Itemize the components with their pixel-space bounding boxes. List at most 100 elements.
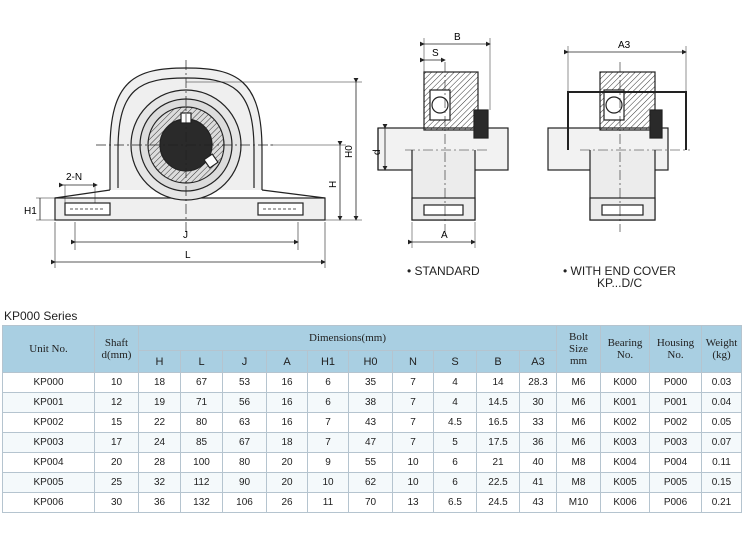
table-cell: 14.5: [476, 392, 520, 413]
table-cell: 10: [307, 472, 349, 493]
label-j: J: [183, 230, 188, 241]
header-dim-s: S: [433, 350, 477, 373]
table-cell: 10: [94, 372, 139, 393]
table-cell: 85: [180, 432, 223, 453]
table-cell: 67: [180, 372, 223, 393]
caption-with-end-cover: • WITH END COVER: [563, 264, 676, 278]
table-cell: 11: [307, 492, 349, 513]
label-s: S: [432, 48, 439, 59]
header-dimensions: Dimensions(mm): [138, 325, 557, 351]
table-cell: 26: [266, 492, 308, 513]
table-cell: 0.07: [701, 432, 742, 453]
table-cell: 18: [266, 432, 308, 453]
table-cell: 106: [222, 492, 267, 513]
table-cell: 100: [180, 452, 223, 473]
table-cell: 21: [476, 452, 520, 473]
table-cell: M6: [556, 392, 601, 413]
table-cell: K006: [600, 492, 650, 513]
label-d: d: [372, 149, 383, 155]
table-cell: 17: [94, 432, 139, 453]
table-cell: 7: [392, 372, 434, 393]
header-dim-h1: H1: [307, 350, 349, 373]
table-cell: K000: [600, 372, 650, 393]
table-cell: 70: [348, 492, 393, 513]
table-cell: KP000: [2, 372, 95, 393]
table-cell: 6: [433, 472, 477, 493]
table-cell: 6: [307, 372, 349, 393]
table-cell: 4: [433, 372, 477, 393]
table-cell: 19: [138, 392, 181, 413]
header-dim-a: A: [266, 350, 308, 373]
table-cell: 17.5: [476, 432, 520, 453]
table-cell: KP002: [2, 412, 95, 433]
header-shaft: Shaft d(mm): [94, 325, 139, 373]
table-cell: 25: [94, 472, 139, 493]
table-cell: 56: [222, 392, 267, 413]
table-cell: 28: [138, 452, 181, 473]
table-cell: 22.5: [476, 472, 520, 493]
table-cell: 38: [348, 392, 393, 413]
table-cell: 7: [392, 412, 434, 433]
table-cell: 0.03: [701, 372, 742, 393]
table-cell: 43: [519, 492, 557, 513]
table-cell: 18: [138, 372, 181, 393]
label-2n: 2-N: [66, 172, 82, 183]
table-cell: P001: [649, 392, 702, 413]
label-h0: H0: [344, 145, 355, 158]
table-cell: 7: [392, 432, 434, 453]
table-cell: P000: [649, 372, 702, 393]
table-cell: 0.15: [701, 472, 742, 493]
table-cell: 0.21: [701, 492, 742, 513]
table-cell: 22: [138, 412, 181, 433]
side-view-standard: [377, 38, 509, 248]
table-cell: 0.04: [701, 392, 742, 413]
table-cell: 0.05: [701, 412, 742, 433]
table-cell: 20: [266, 472, 308, 493]
table-cell: P005: [649, 472, 702, 493]
table-cell: 80: [222, 452, 267, 473]
header-dim-h0: H0: [348, 350, 393, 373]
side-view-end-cover: [547, 46, 690, 232]
table-cell: 16: [266, 372, 308, 393]
table-cell: 36: [138, 492, 181, 513]
table-cell: 71: [180, 392, 223, 413]
table-cell: M8: [556, 452, 601, 473]
table-cell: 47: [348, 432, 393, 453]
table-cell: 7: [392, 392, 434, 413]
table-cell: 7: [307, 432, 349, 453]
caption-standard: • STANDARD: [407, 264, 480, 278]
table-cell: 53: [222, 372, 267, 393]
table-cell: 10: [392, 452, 434, 473]
table-cell: P003: [649, 432, 702, 453]
table-cell: M6: [556, 432, 601, 453]
table-cell: 6: [307, 392, 349, 413]
table-cell: 80: [180, 412, 223, 433]
table-cell: 6.5: [433, 492, 477, 513]
table-cell: 20: [266, 452, 308, 473]
label-a3: A3: [618, 40, 631, 51]
table-cell: 62: [348, 472, 393, 493]
table-cell: 30: [519, 392, 557, 413]
label-h1: H1: [24, 206, 37, 217]
table-cell: 13: [392, 492, 434, 513]
technical-drawing: 2-N H1 J L H0 H B S d A: [24, 32, 690, 268]
table-cell: 16: [266, 392, 308, 413]
table-cell: 4.5: [433, 412, 477, 433]
table-cell: 30: [94, 492, 139, 513]
label-h: H: [328, 181, 339, 188]
table-cell: 14: [476, 372, 520, 393]
header-housing-no: Housing No.: [649, 325, 702, 373]
table-cell: 5: [433, 432, 477, 453]
table-cell: 28.3: [519, 372, 557, 393]
table-cell: 132: [180, 492, 223, 513]
table-cell: 36: [519, 432, 557, 453]
table-cell: K004: [600, 452, 650, 473]
table-cell: M10: [556, 492, 601, 513]
table-cell: 16: [266, 412, 308, 433]
header-dim-a3: A3: [519, 350, 557, 373]
